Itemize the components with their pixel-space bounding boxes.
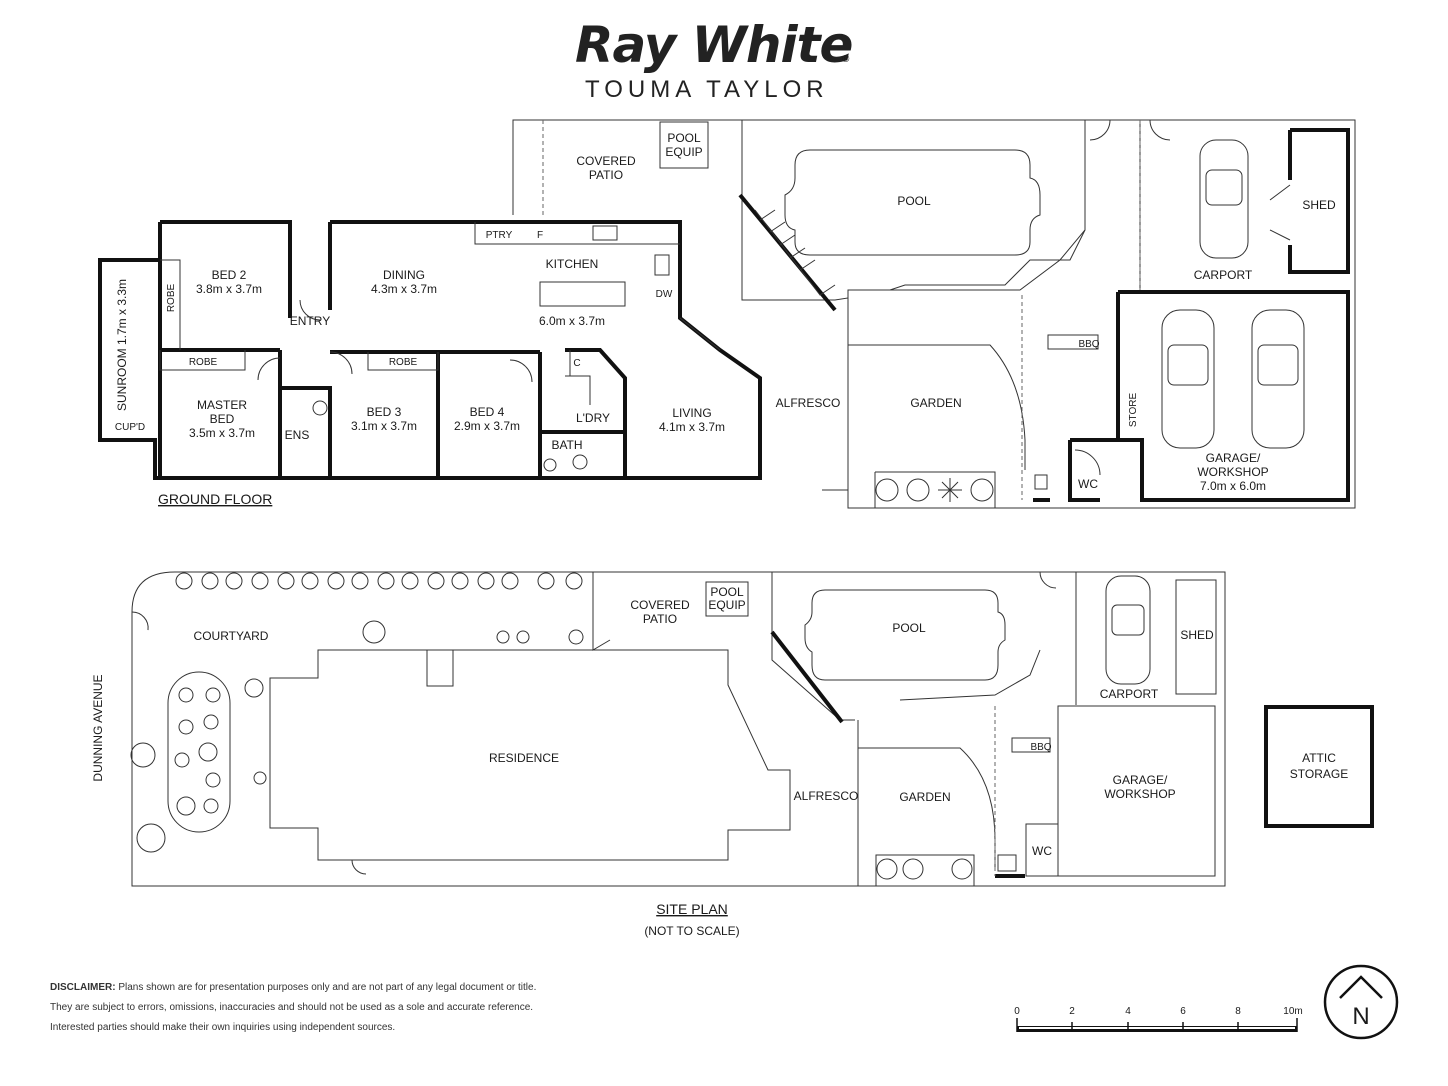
pool-label: POOL <box>897 194 931 208</box>
garage-label-2: WORKSHOP <box>1197 465 1268 479</box>
car-icon <box>1199 139 1249 259</box>
site-shed-label: SHED <box>1180 628 1214 642</box>
brand-registered-mark: ® <box>842 54 850 65</box>
courtyard-label: COURTYARD <box>194 629 269 643</box>
garden-plants-icon <box>875 478 994 502</box>
fridge-label: F <box>537 230 543 241</box>
cupboard-label: CUP'D <box>115 422 145 433</box>
ground-floor-labels: COVERED PATIO POOL EQUIP POOL CARPORT SH… <box>115 131 1336 507</box>
attic-label: ATTIC <box>1302 751 1336 765</box>
bed2-label: BED 2 <box>212 268 247 282</box>
site-pool-label: POOL <box>892 621 926 635</box>
wc-label: WC <box>1078 477 1098 491</box>
bed3-dims: 3.1m x 3.7m <box>351 419 417 433</box>
dining-dims: 4.3m x 3.7m <box>371 282 437 296</box>
dining-label: DINING <box>383 268 425 282</box>
site-alfresco-label: ALFRESCO <box>794 789 859 803</box>
covered-patio-label: COVERED <box>576 154 636 168</box>
pantry-label: PTRY <box>486 230 513 241</box>
ground-floor-heading: GROUND FLOOR <box>158 491 272 507</box>
pool-equip-label: POOL <box>667 131 701 145</box>
residence-label: RESIDENCE <box>489 751 559 765</box>
brand-office: TOUMA TAYLOR <box>585 76 829 103</box>
covered-patio-label-2: PATIO <box>589 168 623 182</box>
garage-label: GARAGE/ <box>1206 451 1261 465</box>
master-dims: 3.5m x 3.7m <box>189 426 255 440</box>
street-label: DUNNING AVENUE <box>91 674 105 781</box>
site-garden-label: GARDEN <box>899 790 950 804</box>
living-label: LIVING <box>672 406 711 420</box>
site-plan-drawing <box>130 571 1226 887</box>
north-arrow-icon: N <box>1323 964 1399 1040</box>
hedge-plants-icon <box>130 572 973 880</box>
scale-bar: 0 2 4 6 8 10m <box>1014 1006 1303 1032</box>
scale-tick-10: 10m <box>1283 1006 1302 1017</box>
carport-label: CARPORT <box>1194 268 1253 282</box>
car-icon <box>1105 575 1151 685</box>
site-wc-label: WC <box>1032 844 1052 858</box>
alfresco-label: ALFRESCO <box>776 396 841 410</box>
site-plan-heading: SITE PLAN <box>656 901 728 917</box>
c-label: C <box>573 358 580 369</box>
scale-tick-8: 8 <box>1235 1006 1241 1017</box>
bbq-label: BBQ <box>1078 339 1099 350</box>
bed4-dims: 2.9m x 3.7m <box>454 419 520 433</box>
garage-dims: 7.0m x 6.0m <box>1200 479 1266 493</box>
sunroom-label: SUNROOM 1.7m x 3.3m <box>115 279 129 411</box>
disclaimer-line-1: Plans shown are for presentation purpose… <box>116 982 537 993</box>
ground-floor-walls <box>98 220 762 480</box>
living-dims: 4.1m x 3.7m <box>659 420 725 434</box>
site-pool-equip-label: POOL <box>710 585 744 599</box>
shed-label: SHED <box>1302 198 1336 212</box>
master-robe-label: ROBE <box>189 357 218 368</box>
ground-floor-outdoor <box>512 119 1356 509</box>
brand-name: Ray White <box>575 16 852 74</box>
brand-logo: Ray White ® TOUMA TAYLOR <box>575 16 853 103</box>
ensuite-label: ENS <box>285 428 310 442</box>
bed3-label: BED 3 <box>367 405 402 419</box>
site-garage-label: GARAGE/ <box>1113 773 1168 787</box>
site-bbq-label: BBQ <box>1030 742 1051 753</box>
store-label: STORE <box>1128 393 1139 428</box>
site-pool-equip-label-2: EQUIP <box>708 598 745 612</box>
site-plan-labels: COURTYARD COVERED PATIO POOL EQUIP POOL … <box>91 585 1214 938</box>
site-garage-label-2: WORKSHOP <box>1104 787 1175 801</box>
laundry-label: L'DRY <box>576 411 610 425</box>
kitchen-dims: 6.0m x 3.7m <box>539 314 605 328</box>
master-label-2: BED <box>210 412 235 426</box>
dishwasher-label: DW <box>656 289 673 300</box>
scale-tick-0: 0 <box>1014 1006 1020 1017</box>
disclaimer-line-2: They are subject to errors, omissions, i… <box>50 1002 533 1013</box>
not-to-scale-note: (NOT TO SCALE) <box>644 924 739 938</box>
bed3-robe-label: ROBE <box>389 357 418 368</box>
site-covered-patio-label: COVERED <box>630 598 690 612</box>
scale-tick-4: 4 <box>1125 1006 1131 1017</box>
site-covered-patio-label-2: PATIO <box>643 612 677 626</box>
car-icon <box>1251 309 1305 449</box>
scale-tick-2: 2 <box>1069 1006 1075 1017</box>
master-label: MASTER <box>197 398 247 412</box>
kitchen-label: KITCHEN <box>546 257 599 271</box>
car-icon <box>1161 309 1215 449</box>
site-carport-label: CARPORT <box>1100 687 1159 701</box>
scale-tick-6: 6 <box>1180 1006 1186 1017</box>
attic-label-2: STORAGE <box>1290 767 1348 781</box>
disclaimer-label: DISCLAIMER: <box>50 982 116 993</box>
bath-label: BATH <box>551 438 582 452</box>
disclaimer-line-3: Interested parties should make their own… <box>50 1022 395 1033</box>
north-label: N <box>1352 1003 1369 1030</box>
entry-label: ENTRY <box>290 314 330 328</box>
svg-text:DISCLAIMER: Plans shown are fo: DISCLAIMER: Plans shown are for presenta… <box>50 982 536 993</box>
pool-equip-label-2: EQUIP <box>665 145 702 159</box>
disclaimer: DISCLAIMER: Plans shown are for presenta… <box>50 982 536 1033</box>
garden-label: GARDEN <box>910 396 961 410</box>
bed2-robe-label: ROBE <box>166 284 177 313</box>
attic-storage: ATTIC STORAGE <box>1264 705 1374 828</box>
bed4-label: BED 4 <box>470 405 505 419</box>
bed2-dims: 3.8m x 3.7m <box>196 282 262 296</box>
